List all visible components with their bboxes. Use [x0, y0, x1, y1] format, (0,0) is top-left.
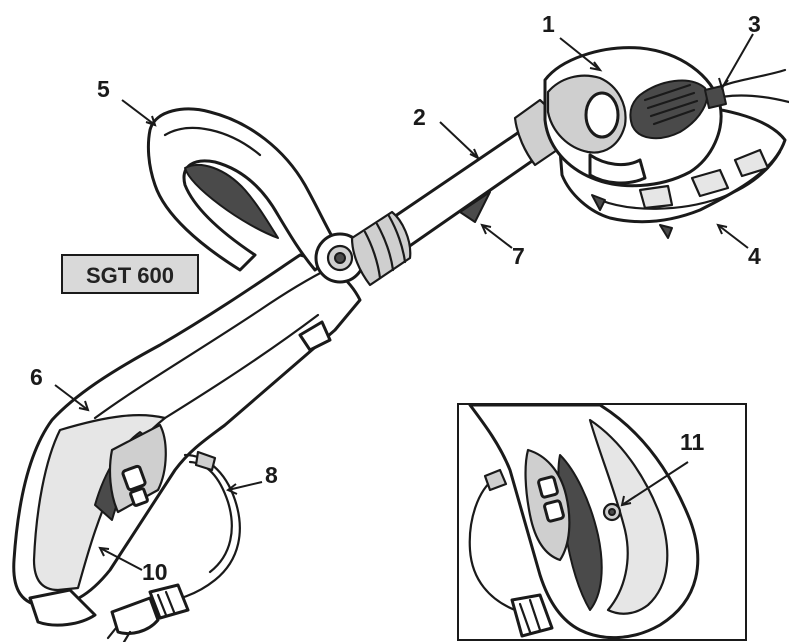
motor-head: [543, 46, 789, 239]
callout-6: 6: [30, 364, 43, 390]
auxiliary-handle: [146, 107, 366, 352]
callout-10: 10: [142, 559, 168, 585]
callout-1: 1: [542, 11, 555, 37]
callout-numbers: 1 2 3 4 5 6 7 8 10 11: [30, 11, 761, 585]
inset-detail: [457, 403, 747, 641]
callout-4: 4: [748, 243, 761, 269]
callout-3: 3: [748, 11, 761, 37]
model-label-box: SGT 600: [61, 254, 199, 294]
callout-11: 11: [680, 429, 705, 455]
callout-7: 7: [512, 243, 525, 269]
shaft: [350, 98, 562, 287]
callout-2: 2: [413, 104, 426, 130]
callout-8: 8: [265, 462, 278, 488]
power-cord: [106, 450, 241, 642]
model-label: SGT 600: [86, 263, 174, 288]
callout-leaders: [54, 33, 754, 571]
main-handle: [12, 253, 362, 627]
callout-5: 5: [97, 76, 110, 102]
